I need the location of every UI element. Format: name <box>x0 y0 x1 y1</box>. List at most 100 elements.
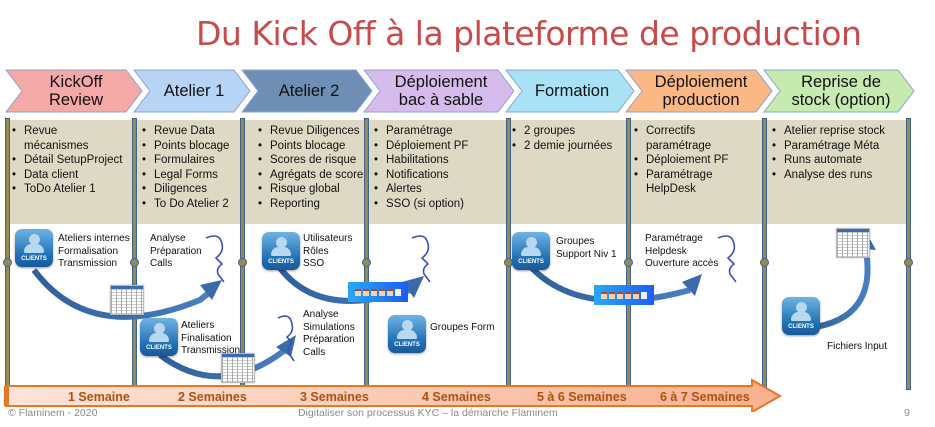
column-divider <box>762 118 767 390</box>
spreadsheet-thumbnail <box>110 285 144 315</box>
phase-chevron <box>240 69 373 113</box>
activity-item: Points blocage <box>256 139 363 154</box>
timeline-duration-label: 2 Semaines <box>178 390 247 404</box>
phase-label: Formation <box>534 82 610 100</box>
note-line: Transmission <box>58 258 118 269</box>
activity-item: Runs automate <box>770 153 885 168</box>
timeline-duration-label: 6 à 7 Semaines <box>660 390 750 404</box>
activity-item: mécanismes <box>24 139 89 152</box>
note-line: Calls <box>150 258 173 269</box>
column-divider <box>506 118 511 390</box>
phase-chevron <box>362 69 515 113</box>
note-line: Rôles <box>303 245 329 257</box>
note-line: Ouverture accès <box>645 258 719 269</box>
phase-chevron <box>4 69 143 113</box>
note-line: Support Niv 1 <box>556 248 617 260</box>
phase-chevrons <box>4 69 915 113</box>
activity-item: Data client <box>10 168 122 183</box>
divider-knob <box>238 258 247 267</box>
activity-item: SSO (si option) <box>372 197 468 212</box>
arrowhead <box>682 274 702 296</box>
column-divider <box>626 118 631 390</box>
activity-item: Scores de risque <box>256 153 363 168</box>
footer-copyright: © Flaminem - 2020 <box>8 407 98 419</box>
activity-item: 2 demie journées <box>510 139 612 154</box>
phase-activity-list: RevuemécanismesDétail SetupProjectData c… <box>10 124 122 197</box>
activity-item: Détail SetupProject <box>10 153 122 168</box>
phase-activity-list: CorrectifsparamétrageDéploiement PFParam… <box>632 124 728 197</box>
note-line: Analyse <box>150 233 186 244</box>
phase-chevron <box>132 69 251 113</box>
divider-knob <box>130 258 139 267</box>
note-line: Simulations <box>303 321 355 333</box>
activity-item: Revue Data <box>140 124 229 139</box>
note-line: Analyse <box>303 309 339 320</box>
activity-item: Analyse des runs <box>770 168 885 183</box>
activity-item: Revue <box>10 124 122 139</box>
timeline-duration-label: 5 à 6 Semaines <box>537 390 627 404</box>
phase-activity-list: Revue DiligencesPoints blocageScores de … <box>256 124 363 211</box>
divider-knob <box>624 258 633 267</box>
activity-item: Alertes <box>372 182 468 197</box>
activity-item: Reporting <box>256 197 363 212</box>
activity-item: Diligences <box>140 182 229 197</box>
divider-knob <box>904 258 913 267</box>
timeline-arrow <box>4 378 783 412</box>
activity-item: Déploiement PF <box>372 139 468 154</box>
activity-item: 2 groupes <box>510 124 612 139</box>
clients-icon: CLIENTS <box>782 297 820 335</box>
activity-item: Agrégats de score <box>256 168 363 183</box>
clients-icon: CLIENTS <box>512 232 550 270</box>
divider-knob <box>760 258 769 267</box>
clients-icon: CLIENTS <box>140 318 178 356</box>
activity-item: Déploiement PF <box>632 153 728 168</box>
phase-label: Atelier 1 <box>163 82 225 100</box>
clients-icon: CLIENTS <box>262 232 300 270</box>
note-line: Ateliers internes <box>58 233 130 244</box>
phase-activity-list: Atelier reprise stockParamétrage MétaRun… <box>770 124 885 182</box>
activity-item: paramétrage <box>646 139 712 152</box>
note-line: Helpdesk <box>645 245 687 257</box>
note-line: Transmission <box>181 345 241 356</box>
user-cards-thumbnail <box>348 282 408 302</box>
note-line: Préparation <box>150 245 202 257</box>
clients-icon: CLIENTS <box>15 229 53 267</box>
timeline-duration-label: 3 Semaines <box>300 390 369 404</box>
phase-chevron <box>504 69 635 113</box>
note-stock: Fichiers Input <box>827 341 887 354</box>
spreadsheet-thumbnail <box>836 228 870 258</box>
column-divider <box>5 118 10 390</box>
activity-item: Paramétrage <box>632 168 728 183</box>
divider-knob <box>3 258 12 267</box>
column-divider <box>364 118 369 390</box>
note-line: Formalisation <box>58 245 119 257</box>
note-line: SSO <box>303 258 325 269</box>
activity-item: Atelier reprise stock <box>770 124 885 139</box>
activity-item: HelpDesk <box>646 183 696 195</box>
activity-item: Correctifs <box>632 124 728 139</box>
activity-item: Habilitations <box>372 153 468 168</box>
phase-label: Atelier 2 <box>278 82 340 100</box>
activity-item: Points blocage <box>140 139 229 154</box>
activity-item: To Do Atelier 2 <box>140 197 229 212</box>
activity-item: Revue Diligences <box>256 124 363 139</box>
note-line: Préparation <box>303 334 355 345</box>
note-line: Fichiers Input <box>827 341 888 352</box>
column-divider <box>240 118 245 390</box>
arrowhead <box>276 335 296 357</box>
note-sandbox-client: Groupes Form <box>430 322 494 335</box>
clients-icon: CLIENTS <box>388 315 426 353</box>
phase-chevron <box>762 69 915 113</box>
page-number: 9 <box>904 407 910 419</box>
note-line: Groupes Form <box>430 322 495 333</box>
